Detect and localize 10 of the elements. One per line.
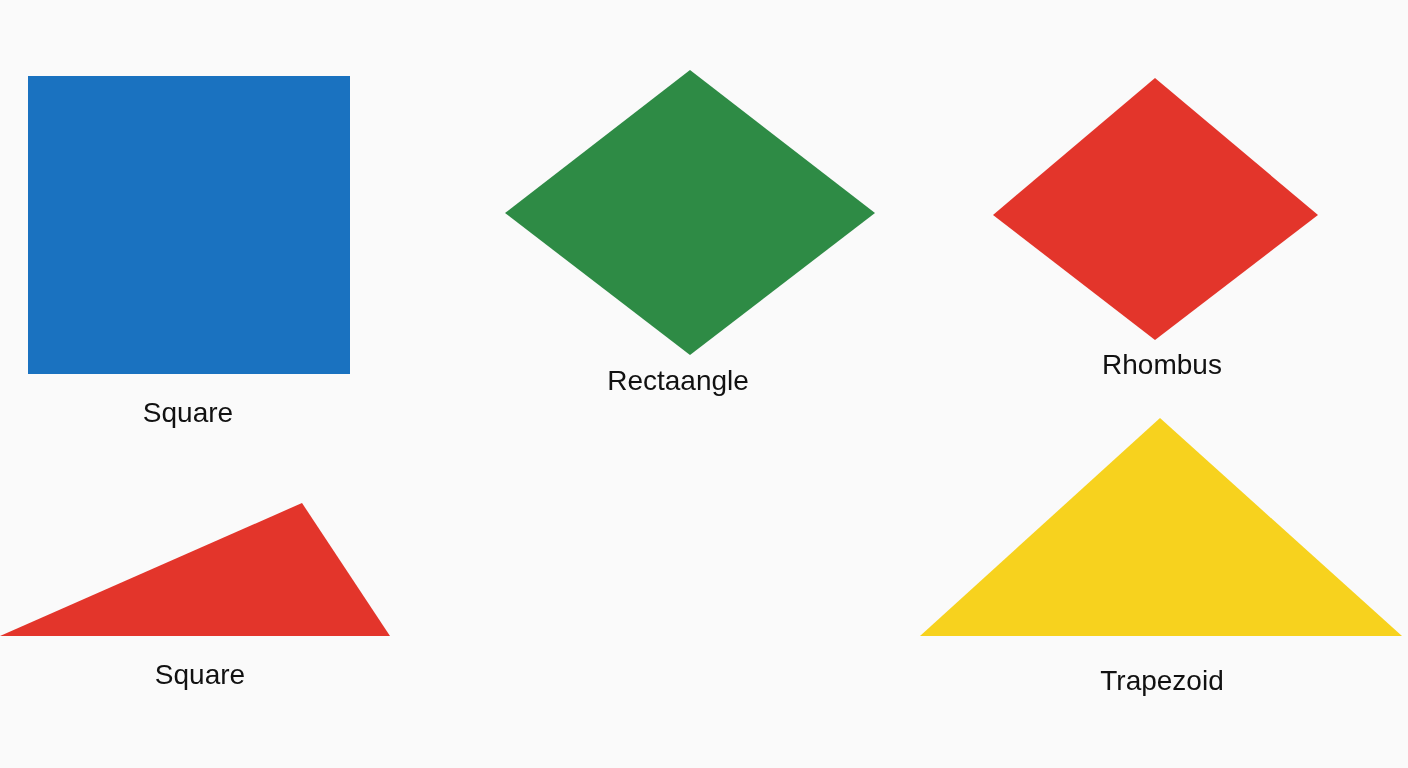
triangle-shape bbox=[0, 503, 390, 636]
triangle-shape bbox=[920, 418, 1402, 636]
diamond-shape bbox=[993, 78, 1318, 340]
shape-caption: Square bbox=[154, 659, 246, 691]
diamond-shape bbox=[505, 70, 875, 355]
square-shape bbox=[28, 76, 350, 374]
shape-caption: Rectaangle bbox=[607, 365, 749, 397]
shape-caption: Rhombus bbox=[1102, 349, 1222, 381]
shape-caption: Trapezoid bbox=[1100, 665, 1224, 697]
shape-caption: Square bbox=[142, 397, 234, 429]
